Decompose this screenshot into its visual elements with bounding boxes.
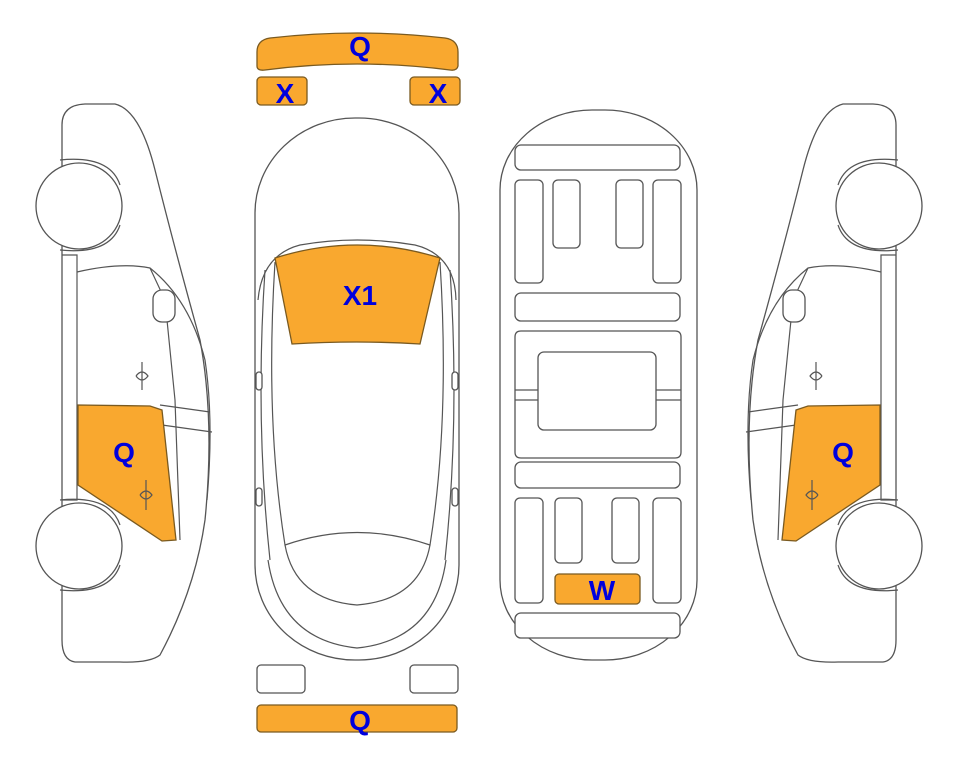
right-rear-wheel: [835, 502, 923, 590]
front-right-light-damage[interactable]: [409, 76, 461, 106]
front-bumper-damage[interactable]: [256, 32, 459, 71]
trunk-floor-label: W: [589, 575, 616, 606]
left-rear-door-label: Q: [113, 437, 135, 468]
rear-left-light[interactable]: [256, 664, 306, 694]
interior-view: W: [499, 109, 698, 661]
front-bumper-label: Q: [349, 31, 371, 62]
top-view: Q X X X1 Q: [254, 31, 461, 736]
right-side-view: Q: [745, 103, 923, 663]
trunk-floor-damage[interactable]: [554, 573, 641, 605]
right-rear-door-label: Q: [832, 437, 854, 468]
left-rear-door-damage[interactable]: [77, 404, 177, 542]
windshield-damage[interactable]: [274, 244, 441, 345]
front-right-light-label: X: [429, 78, 448, 109]
left-side-view: Q: [35, 103, 213, 663]
rear-bumper-damage[interactable]: [256, 704, 458, 733]
front-left-light-damage[interactable]: [256, 76, 308, 106]
windshield-label: X1: [343, 280, 377, 311]
left-front-wheel: [35, 162, 123, 250]
right-front-wheel: [835, 162, 923, 250]
front-left-light-label: X: [276, 78, 295, 109]
rear-bumper-label: Q: [349, 705, 371, 736]
rear-right-light[interactable]: [409, 664, 459, 694]
top-body-outline[interactable]: [254, 117, 460, 661]
left-rear-wheel: [35, 502, 123, 590]
right-rear-door-damage[interactable]: [781, 404, 881, 542]
